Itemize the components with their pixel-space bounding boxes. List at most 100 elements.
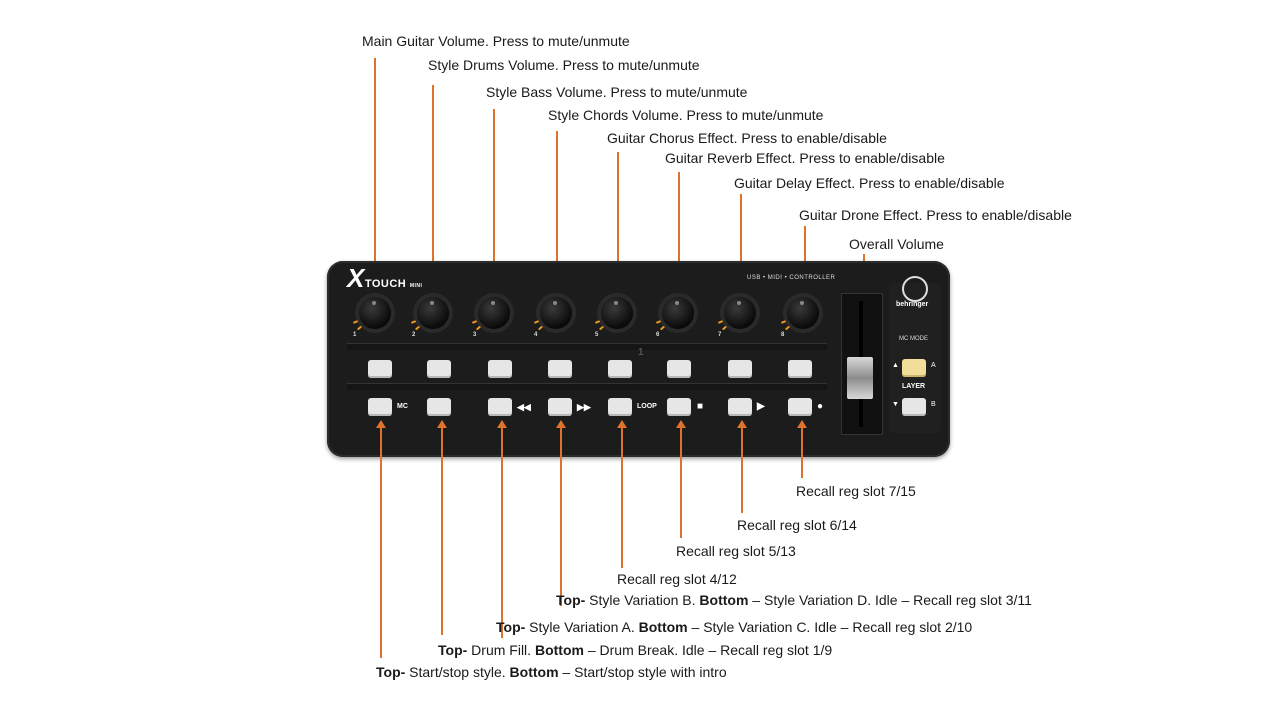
label-guitar-reverb: Guitar Reverb Effect. Press to enable/di… xyxy=(665,150,945,166)
top-text: Start/stop style. xyxy=(405,664,510,680)
arrow-line-btn-6 xyxy=(680,425,682,538)
knob-6[interactable] xyxy=(662,297,694,329)
button-bottom-6[interactable] xyxy=(667,398,691,416)
arrow-line-knob-5 xyxy=(617,152,619,290)
label-recall-slot-4: Recall reg slot 4/12 xyxy=(617,571,737,587)
button-bottom-4[interactable] xyxy=(548,398,572,416)
row-mark: 1 xyxy=(638,347,644,358)
led-ring-3 xyxy=(475,325,482,331)
label-recall-slot-7: Recall reg slot 7/15 xyxy=(796,483,916,499)
label-style-chords-volume: Style Chords Volume. Press to mute/unmut… xyxy=(548,107,824,123)
arrow-line-knob-8 xyxy=(804,226,806,290)
button-top-3[interactable] xyxy=(488,360,512,378)
button-top-1[interactable] xyxy=(368,360,392,378)
top-text: Style Variation B. xyxy=(585,592,700,608)
button-top-2[interactable] xyxy=(427,360,451,378)
button-bottom-2[interactable] xyxy=(427,398,451,416)
master-fader[interactable] xyxy=(847,357,873,399)
label-overall-volume: Overall Volume xyxy=(849,236,944,252)
bottom-key: Bottom xyxy=(509,664,559,680)
layer-a-button[interactable] xyxy=(902,359,926,377)
arrow-head-btn-4 xyxy=(556,420,566,428)
knob-7[interactable] xyxy=(724,297,756,329)
play-icon: ▶ xyxy=(757,401,765,412)
knob-3[interactable] xyxy=(478,297,510,329)
brand-touch: TOUCH xyxy=(364,278,407,290)
layer-down-icon: ▼ xyxy=(892,401,899,408)
rewind-icon: ◀◀ xyxy=(517,402,531,412)
mc-mode-label: MC MODE xyxy=(899,336,928,342)
layer-a-label: A xyxy=(931,362,936,369)
knob-4[interactable] xyxy=(540,297,572,329)
arrow-head-btn-6 xyxy=(676,420,686,428)
button-bottom-1[interactable] xyxy=(368,398,392,416)
arrow-head-btn-1 xyxy=(376,420,386,428)
label-guitar-chorus: Guitar Chorus Effect. Press to enable/di… xyxy=(607,130,887,146)
knob-number-4: 4 xyxy=(534,332,538,338)
knob-1[interactable] xyxy=(359,297,391,329)
knob-number-8: 8 xyxy=(781,332,785,338)
bottom-text: – Style Variation D. Idle – Recall reg s… xyxy=(748,592,1032,608)
arrow-line-knob-3 xyxy=(493,109,495,290)
layer-b-button[interactable] xyxy=(902,398,926,416)
bottom-text: – Drum Break. Idle – Recall reg slot 1/9 xyxy=(583,642,833,658)
label-mc: MC xyxy=(397,403,408,410)
knob-number-5: 5 xyxy=(595,332,599,338)
label-guitar-drone: Guitar Drone Effect. Press to enable/dis… xyxy=(799,207,1072,223)
button-top-4[interactable] xyxy=(548,360,572,378)
bottom-text: – Style Variation C. Idle – Recall reg s… xyxy=(687,619,973,635)
knob-8[interactable] xyxy=(787,297,819,329)
button-bottom-3[interactable] xyxy=(488,398,512,416)
top-text: Drum Fill. xyxy=(467,642,535,658)
button-bottom-5[interactable] xyxy=(608,398,632,416)
usb-midi-label: USB • MIDI • CONTROLLER xyxy=(747,275,836,281)
led-ring-4 xyxy=(537,325,544,331)
brand-x: X xyxy=(347,263,365,293)
arrow-line-btn-1 xyxy=(380,425,382,658)
bottom-key: Bottom xyxy=(638,619,688,635)
led-ring-1 xyxy=(356,325,363,331)
top-key: Top- xyxy=(438,642,468,658)
knob-2[interactable] xyxy=(417,297,449,329)
arrow-line-knob-4 xyxy=(556,131,558,290)
row-divider-mid xyxy=(347,383,827,390)
top-text: Style Variation A. xyxy=(525,619,639,635)
led-ring-5b xyxy=(594,320,601,324)
label-style-variation-b: Top- Style Variation B. Bottom – Style V… xyxy=(556,592,1032,609)
arrow-line-btn-2 xyxy=(441,425,443,635)
button-top-7[interactable] xyxy=(728,360,752,378)
led-ring-7b xyxy=(717,320,724,324)
arrow-head-btn-3 xyxy=(497,420,507,428)
arrow-line-knob-1 xyxy=(374,58,376,290)
led-ring-5 xyxy=(598,325,605,331)
row-divider-top xyxy=(347,343,827,350)
bottom-key: Bottom xyxy=(534,642,584,658)
bottom-text: – Start/stop style with intro xyxy=(558,664,727,680)
arrow-head-btn-2 xyxy=(437,420,447,428)
layer-label: LAYER xyxy=(902,383,926,390)
label-recall-slot-6: Recall reg slot 6/14 xyxy=(737,517,857,533)
arrow-line-knob-6 xyxy=(678,172,680,290)
led-ring-4b xyxy=(533,320,540,324)
arrow-line-knob-7 xyxy=(740,194,742,290)
button-top-6[interactable] xyxy=(667,360,691,378)
arrow-line-btn-5 xyxy=(621,425,623,568)
button-bottom-7[interactable] xyxy=(728,398,752,416)
label-loop: LOOP xyxy=(637,403,657,410)
button-top-8[interactable] xyxy=(788,360,812,378)
label-start-stop-style: Top- Start/stop style. Bottom – Start/st… xyxy=(376,664,727,681)
button-top-5[interactable] xyxy=(608,360,632,378)
top-key: Top- xyxy=(556,592,586,608)
knob-number-2: 2 xyxy=(412,332,416,338)
button-bottom-8[interactable] xyxy=(788,398,812,416)
knob-5[interactable] xyxy=(601,297,633,329)
fast-forward-icon: ▶▶ xyxy=(577,402,591,412)
arrow-head-btn-8 xyxy=(797,420,807,428)
arrow-head-btn-7 xyxy=(737,420,747,428)
layer-b-label: B xyxy=(931,401,936,408)
label-style-bass-volume: Style Bass Volume. Press to mute/unmute xyxy=(486,84,748,100)
label-style-drums-volume: Style Drums Volume. Press to mute/unmute xyxy=(428,57,700,73)
arrow-line-knob-2 xyxy=(432,85,434,290)
behringer-logo-icon xyxy=(902,276,928,302)
led-ring-3b xyxy=(471,320,478,324)
